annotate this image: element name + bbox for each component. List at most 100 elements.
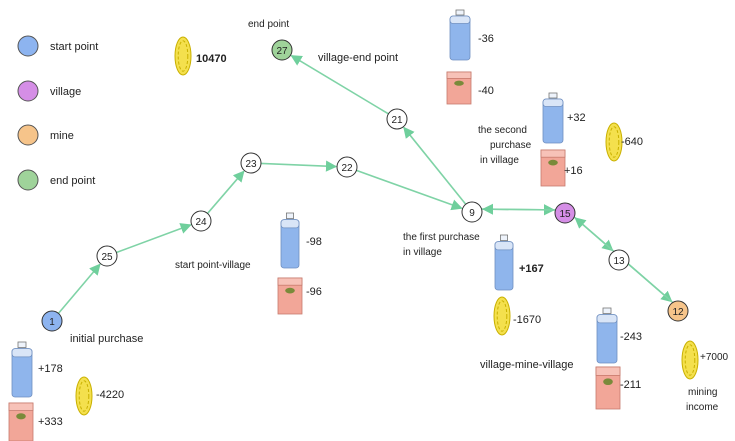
- nodes-layer: 1 25 24 23 22 9 15 13 12 21 27: [41, 39, 689, 332]
- gold-coin-icon: [75, 376, 93, 416]
- value-spv-water: -98: [306, 236, 322, 248]
- water-bottle-icon: [11, 341, 33, 398]
- node-label-1: 1: [49, 317, 55, 328]
- legend-label-start: start point: [50, 41, 98, 53]
- legend-swatch-mine: [17, 124, 39, 146]
- water-bottle-icon: [494, 234, 514, 291]
- edge-22-to-9: [356, 169, 463, 211]
- node-circle-24: [190, 210, 212, 232]
- value-spv-food: -96: [306, 286, 322, 298]
- gold-coin-icon: [174, 36, 192, 76]
- value-second-coin: -640: [621, 136, 643, 148]
- node-circle-1: [41, 310, 63, 332]
- node-22: 22: [336, 156, 358, 178]
- edge-21-to-27: [290, 54, 389, 115]
- value-initial-water: +178: [38, 363, 63, 375]
- legend-swatch-end: [17, 169, 39, 191]
- node-24: 24: [190, 210, 212, 232]
- label-end-point: end point: [248, 19, 289, 30]
- node-circle-9: [461, 201, 483, 223]
- value-vmv-food: -211: [620, 379, 641, 391]
- gold-coin-icon: [493, 296, 511, 336]
- node-15: 15: [554, 202, 576, 224]
- node-27: 27: [271, 39, 293, 61]
- label-mining-income-2: income: [686, 402, 719, 413]
- node-circle-12: [667, 300, 689, 322]
- value-first-water: +167: [519, 263, 544, 275]
- value-mining-coin: +7000: [700, 352, 729, 363]
- node-23: 23: [240, 152, 262, 174]
- node-label-12: 12: [672, 307, 684, 318]
- label-village-mine-village: village-mine-village: [480, 359, 574, 371]
- node-circle-23: [240, 152, 262, 174]
- value-second-food: +16: [564, 165, 583, 177]
- value-ve-food: -40: [478, 85, 494, 97]
- edge-25-to-24: [116, 223, 192, 254]
- node-label-21: 21: [391, 115, 403, 126]
- legend-item-end: end point: [17, 169, 95, 191]
- node-9: 9: [461, 201, 483, 223]
- food-box-icon: [277, 277, 303, 315]
- node-circle-27: [271, 39, 293, 61]
- node-circle-25: [96, 245, 118, 267]
- water-bottle-icon: [449, 9, 471, 61]
- value-first-coin: -1670: [513, 314, 541, 326]
- node-label-27: 27: [276, 46, 288, 57]
- label-second-purchase-2: purchase: [490, 140, 532, 151]
- label-village-end-point: village-end point: [318, 52, 398, 64]
- node-circle-22: [336, 156, 358, 178]
- node-label-13: 13: [613, 256, 625, 267]
- legend-label-village: village: [50, 86, 81, 98]
- food-box-icon: [540, 149, 566, 187]
- legend-item-start: start point: [17, 35, 98, 57]
- node-label-24: 24: [195, 217, 207, 228]
- label-initial-purchase: initial purchase: [70, 333, 143, 345]
- label-second-purchase-1: the second: [478, 125, 527, 136]
- gold-coin-icon: [681, 340, 699, 380]
- gold-coin-icon: [605, 122, 623, 162]
- food-box-icon: [446, 71, 472, 105]
- legend: start point village mine end point: [17, 35, 98, 191]
- legend-swatch-start: [17, 35, 39, 57]
- edge-24-to-23: [206, 170, 245, 214]
- label-mining-income-1: mining: [688, 387, 717, 398]
- edge-9-to-21: [403, 126, 467, 205]
- node-circle-21: [386, 108, 408, 130]
- node-25: 25: [96, 245, 118, 267]
- value-top-coin: 10470: [196, 53, 227, 65]
- legend-item-mine: mine: [17, 124, 74, 146]
- edge-15-to-9: [481, 203, 556, 215]
- node-label-25: 25: [101, 252, 113, 263]
- node-circle-13: [608, 249, 630, 271]
- legend-item-village: village: [17, 80, 81, 102]
- node-21: 21: [386, 108, 408, 130]
- annotation-labels: end point village-end point the second p…: [70, 19, 719, 413]
- label-second-purchase-3: in village: [480, 155, 519, 166]
- edge-1-to-25: [57, 263, 101, 314]
- label-start-point-village: start point-village: [175, 260, 251, 271]
- value-second-water: +32: [567, 112, 586, 124]
- water-bottle-icon: [542, 92, 564, 144]
- value-ve-water: -36: [478, 33, 494, 45]
- node-12: 12: [667, 300, 689, 322]
- value-labels: 10470 -36 -40 +32 +16 -640 -98 -96 +167 …: [38, 33, 729, 428]
- node-label-15: 15: [559, 209, 571, 220]
- value-initial-coin: -4220: [96, 389, 124, 401]
- icons-layer: [8, 9, 699, 441]
- food-box-icon: [8, 402, 34, 441]
- value-vmv-water: -243: [620, 331, 642, 343]
- legend-label-mine: mine: [50, 130, 74, 142]
- label-first-purchase-1: the first purchase: [403, 232, 480, 243]
- edge-23-to-22: [260, 160, 338, 172]
- label-first-purchase-2: in village: [403, 247, 442, 258]
- food-box-icon: [595, 366, 621, 410]
- node-1: 1: [41, 310, 63, 332]
- node-label-23: 23: [245, 159, 257, 170]
- legend-label-end: end point: [50, 175, 95, 187]
- value-initial-food: +333: [38, 416, 63, 428]
- node-label-9: 9: [469, 208, 475, 219]
- water-bottle-icon: [280, 212, 300, 269]
- legend-swatch-village: [17, 80, 39, 102]
- edges-layer: [57, 54, 673, 314]
